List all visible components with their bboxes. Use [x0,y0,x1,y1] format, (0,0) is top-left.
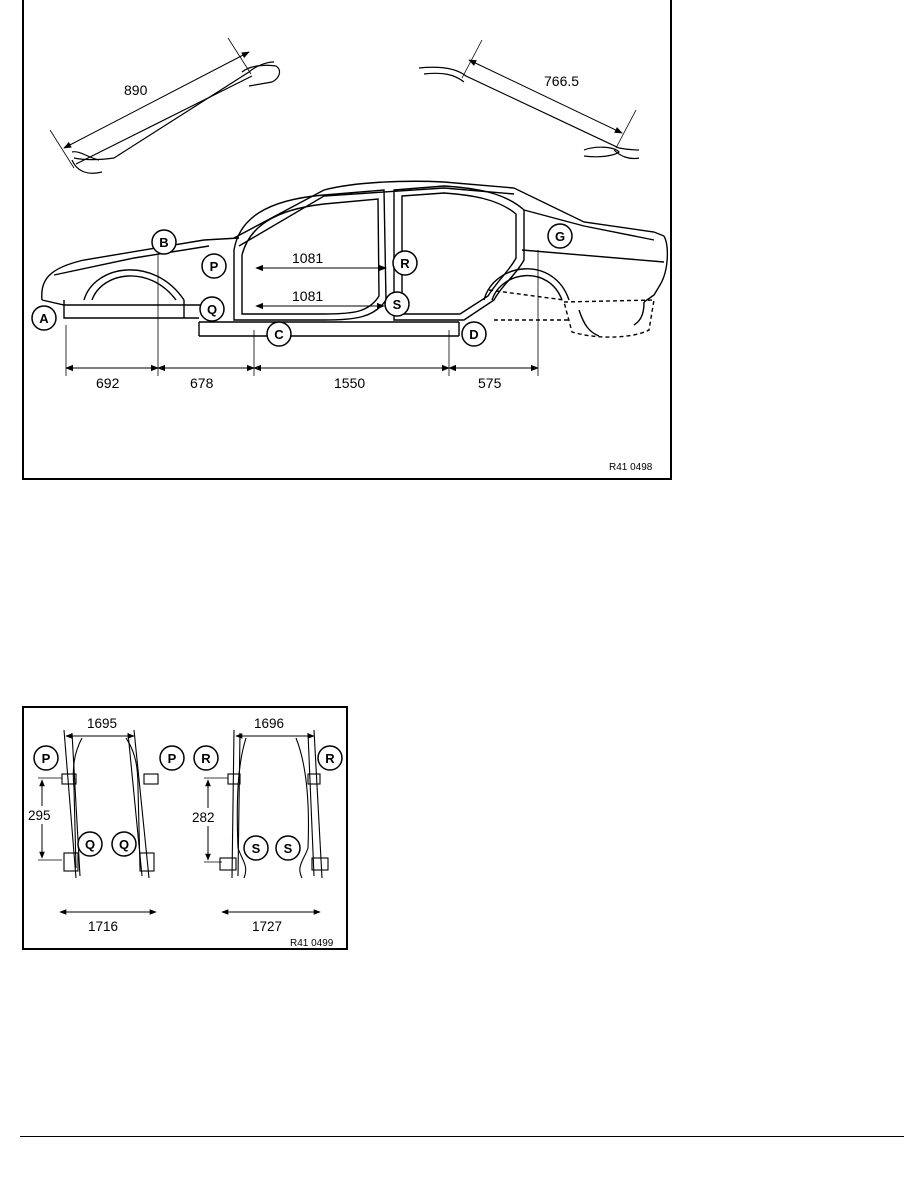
point-c-marker: C [266,321,292,347]
svg-text:P: P [168,751,177,766]
rear-top-width: 1696 [254,716,284,731]
svg-text:Q: Q [207,302,217,317]
roof-rail-left [71,61,281,174]
front-pillar-pair [61,729,159,879]
point-q-right-marker: Q [111,831,137,857]
svg-text:R: R [400,256,410,271]
pillar-width-figure: 1695 1716 295 1696 1727 282 P P Q [22,706,348,950]
point-s-left-marker: S [243,835,269,861]
roof-right-dimension: 766.5 [544,73,579,89]
point-p-marker: P [201,253,227,279]
figure2-reference-code: R41 0499 [290,938,334,949]
svg-text:R: R [325,751,335,766]
front-bottom-width: 1716 [88,919,118,934]
point-q-marker: Q [199,296,225,322]
footer-divider [20,1136,904,1137]
svg-text:Q: Q [119,837,129,852]
point-a-marker: A [31,305,57,331]
svg-text:C: C [274,327,284,342]
svg-text:S: S [252,841,261,856]
dimension-a-b: 692 [96,375,120,391]
front-pillar-height: 295 [28,808,51,823]
point-d-marker: D [461,321,487,347]
svg-text:Q: Q [85,837,95,852]
dimension-d-g: 575 [478,375,502,391]
point-p-right-marker: P [159,745,185,771]
front-top-width: 1695 [87,716,117,731]
point-r-right-marker: R [317,745,343,771]
door-upper-dimension: 1081 [292,250,323,266]
point-b-marker: B [151,229,177,255]
roof-left-dimension: 890 [124,82,148,98]
svg-text:S: S [393,297,402,312]
rear-pillar-height: 282 [192,810,215,825]
point-s-right-marker: S [275,835,301,861]
svg-text:P: P [210,259,219,274]
rear-pillar-pair [219,729,329,879]
pillar-width-drawing: 1695 1716 295 1696 1727 282 P P Q [26,716,343,949]
svg-text:G: G [555,229,565,244]
roof-rail-right [418,66,640,160]
figure1-reference-code: R41 0498 [609,462,653,473]
point-r-left-marker: R [193,745,219,771]
door-lower-dimension: 1081 [292,288,323,304]
dimension-b-c: 678 [190,375,214,391]
svg-text:R: R [201,751,211,766]
body-side-view-figure: 890 766.5 [22,0,672,480]
rear-bottom-width: 1727 [252,919,282,934]
svg-text:D: D [469,327,478,342]
point-r-marker: R [392,250,418,276]
svg-text:P: P [42,751,51,766]
point-s-marker: S [384,291,410,317]
body-side-view-drawing: 890 766.5 [31,37,669,473]
svg-text:S: S [284,841,293,856]
svg-text:B: B [159,235,168,250]
reference-lines [65,250,539,376]
dimension-c-d: 1550 [334,375,365,391]
car-body-outline [41,180,669,338]
point-p-left-marker: P [33,745,59,771]
point-q-left-marker: Q [77,831,103,857]
point-g-marker: G [547,223,573,249]
svg-text:A: A [39,311,49,326]
